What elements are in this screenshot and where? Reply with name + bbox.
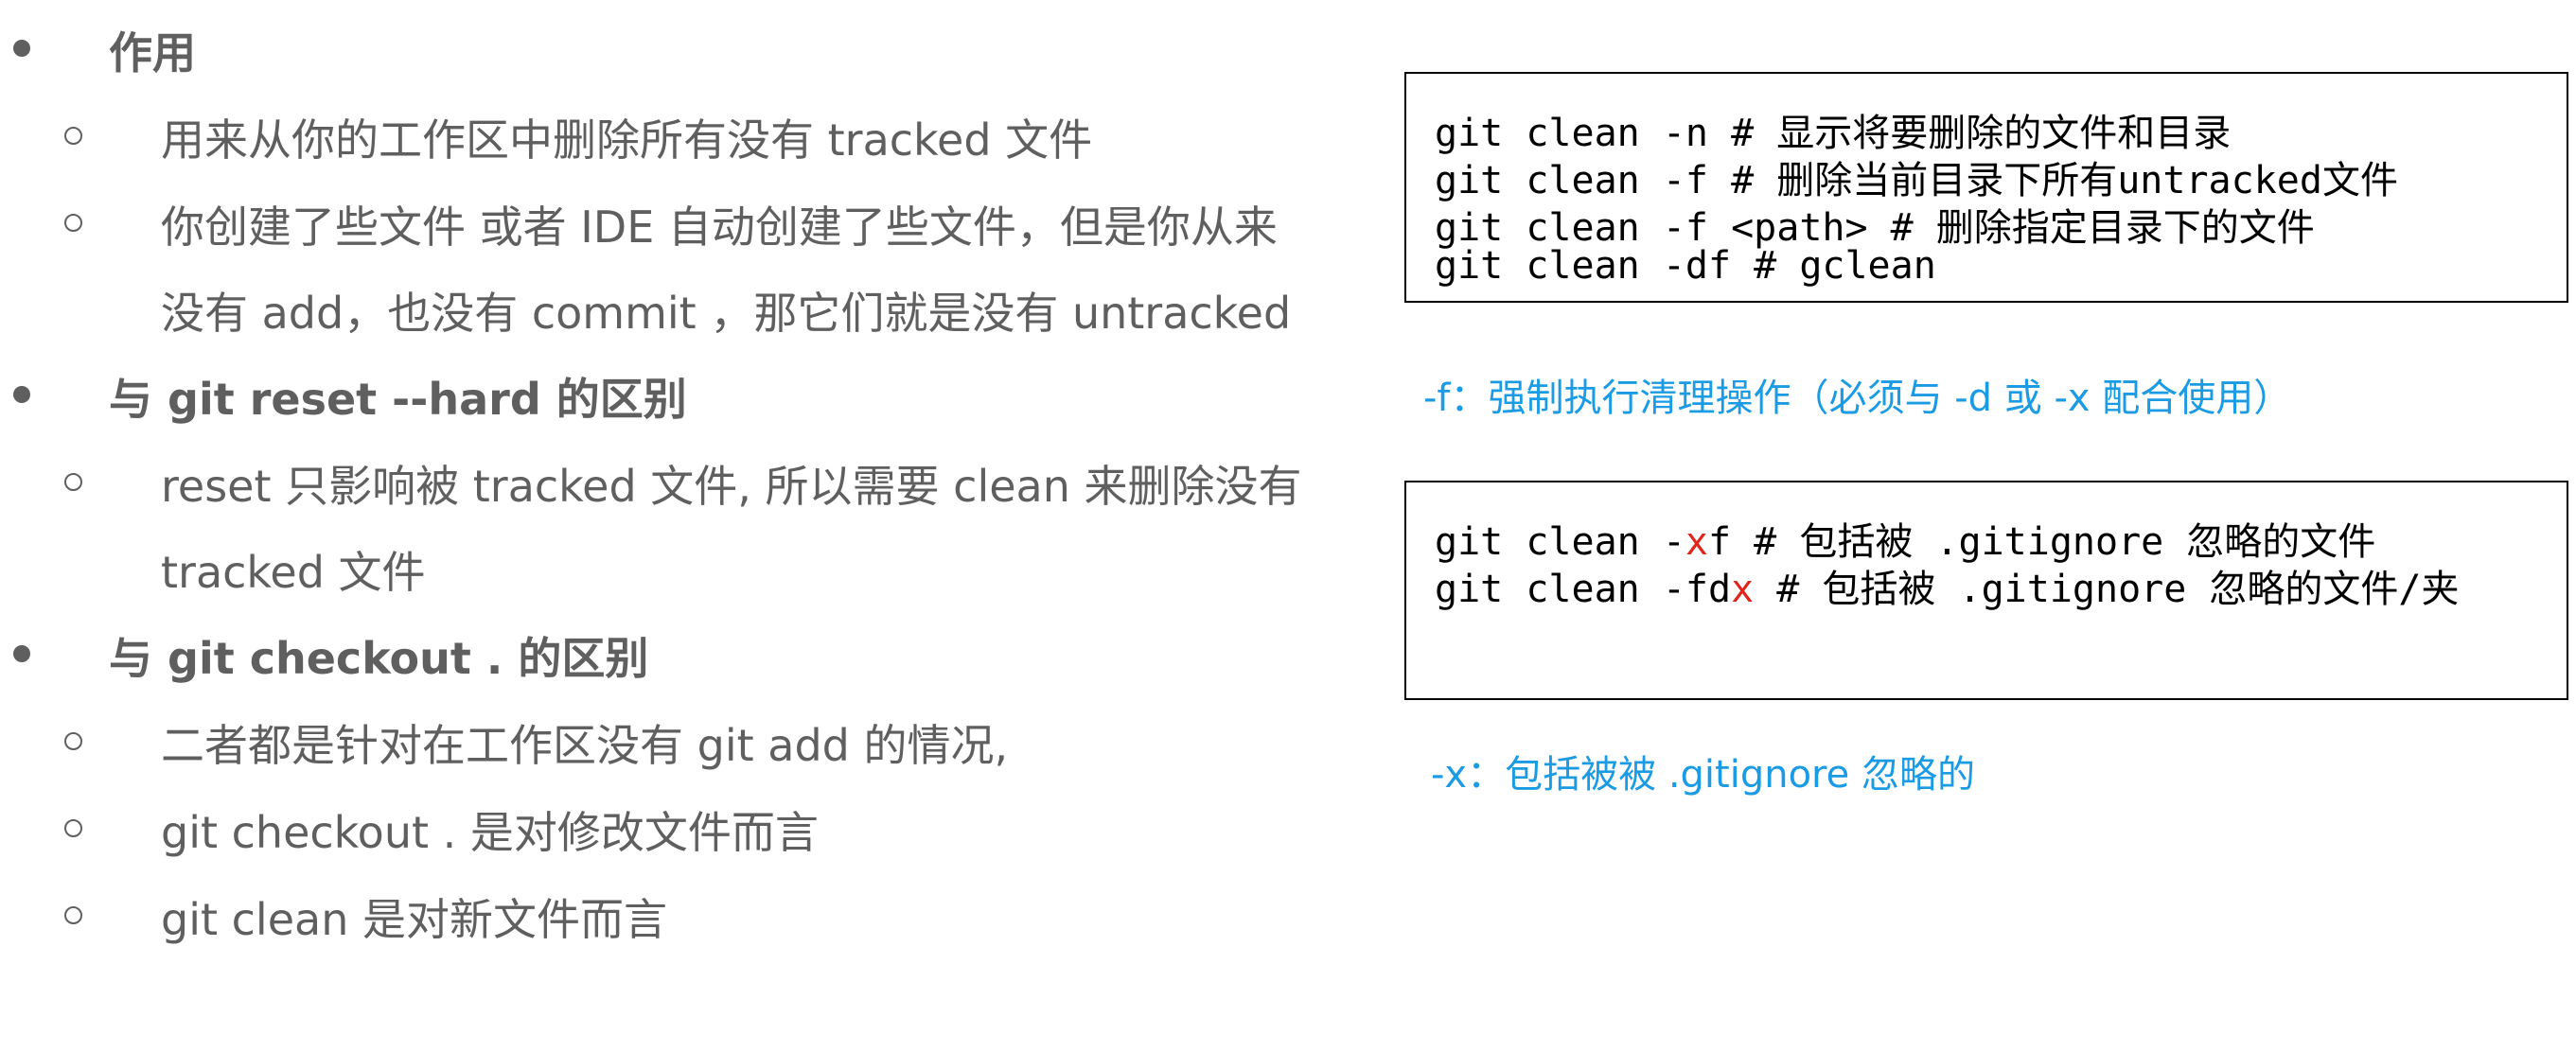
bullet-circle bbox=[64, 127, 82, 145]
bullet-circle bbox=[64, 732, 82, 750]
sub-item-continuation: 没有 add，也没有 commit ，那它们就是没有 untracked bbox=[161, 288, 1292, 339]
code-line: git clean -f <path> # 删除指定目录下的文件 bbox=[1435, 206, 2315, 250]
bullet-circle bbox=[64, 906, 82, 924]
bullet-dot bbox=[13, 645, 30, 662]
note-x-flag: -x：包括被被 .gitignore 忽略的 bbox=[1431, 753, 1975, 797]
bullet-circle bbox=[64, 473, 82, 491]
bullet-circle bbox=[64, 819, 82, 837]
bullet-circle bbox=[64, 214, 82, 232]
code-line: git clean -n # 显示将要删除的文件和目录 bbox=[1435, 112, 2232, 155]
code-text: git clean -fd bbox=[1435, 568, 1732, 611]
code-text: # 包括被 .gitignore 忽略的文件/夹 bbox=[1754, 568, 2460, 611]
sub-item-continuation: tracked 文件 bbox=[161, 547, 426, 598]
bullet-dot bbox=[13, 40, 30, 57]
sub-item: git clean 是对新文件而言 bbox=[161, 894, 667, 945]
code-text: f # 包括被 .gitignore 忽略的文件 bbox=[1708, 520, 2376, 564]
note-force-flag: -f：强制执行清理操作（必须与 -d 或 -x 配合使用） bbox=[1423, 377, 2292, 420]
highlight-x: x bbox=[1731, 568, 1755, 611]
code-line: git clean -xf # 包括被 .gitignore 忽略的文件 bbox=[1435, 511, 2375, 566]
highlight-x: x bbox=[1685, 520, 1708, 564]
section-title-usage: 作用 bbox=[109, 27, 196, 79]
section-title-vs-reset: 与 git reset --hard 的区别 bbox=[109, 374, 687, 425]
sub-item: git checkout . 是对修改文件而言 bbox=[161, 807, 819, 858]
code-line: git clean -f # 删除当前目录下所有untracked文件 bbox=[1435, 159, 2398, 202]
bullet-dot bbox=[13, 386, 30, 403]
code-text: git clean - bbox=[1435, 520, 1685, 564]
code-block-gitignore: git clean -xf # 包括被 .gitignore 忽略的文件 git… bbox=[1404, 481, 2568, 700]
section-title-vs-checkout: 与 git checkout . 的区别 bbox=[109, 633, 649, 684]
sub-item: 你创建了些文件 或者 IDE 自动创建了些文件，但是你从来 bbox=[161, 202, 1278, 253]
code-line: git clean -fdx # 包括被 .gitignore 忽略的文件/夹 bbox=[1435, 558, 2459, 613]
sub-item: reset 只影响被 tracked 文件, 所以需要 clean 来删除没有 bbox=[161, 461, 1302, 512]
sub-item: 用来从你的工作区中删除所有没有 tracked 文件 bbox=[161, 114, 1093, 166]
sub-item: 二者都是针对在工作区没有 git add 的情况, bbox=[161, 720, 1009, 771]
code-block-clean-options: git clean -n # 显示将要删除的文件和目录 git clean -f… bbox=[1404, 72, 2568, 303]
code-line: git clean -df # gclean bbox=[1435, 244, 1936, 288]
